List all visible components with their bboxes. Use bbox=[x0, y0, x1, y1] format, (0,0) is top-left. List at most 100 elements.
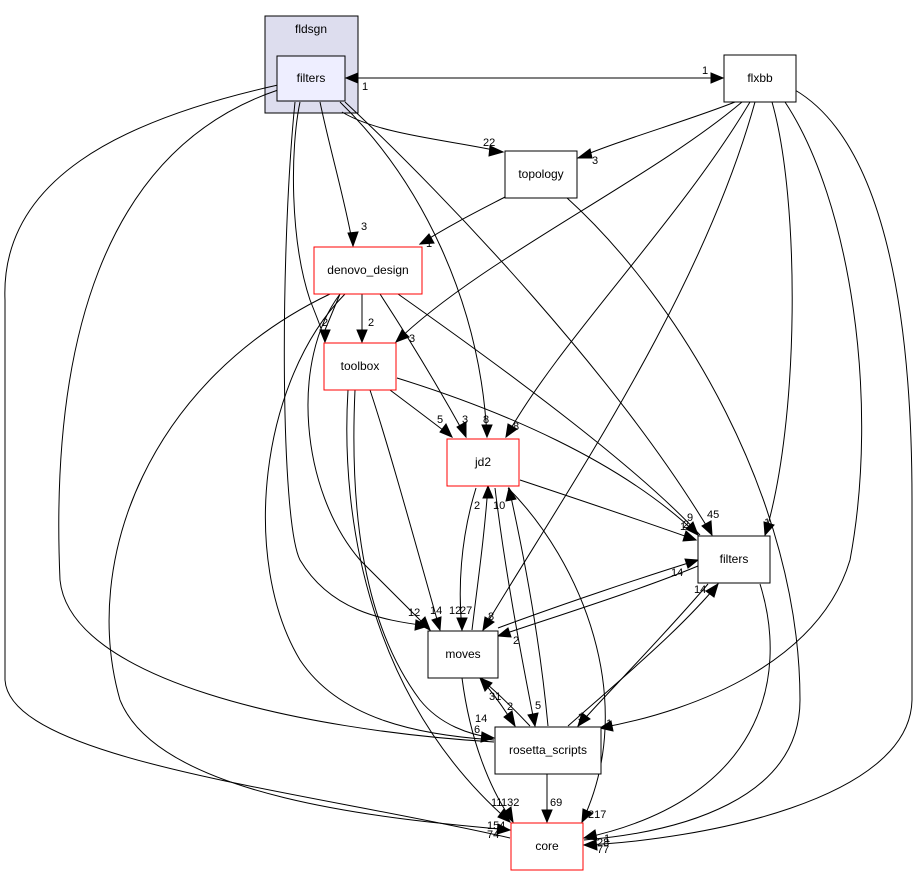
edge-label: 3 bbox=[361, 221, 367, 233]
edge-arrowhead bbox=[505, 423, 518, 439]
edge-denovo-rs bbox=[264, 293, 495, 741]
edge-fldsgn-rs bbox=[58, 89, 495, 743]
edge-label: 8 bbox=[483, 414, 489, 426]
edge-label: 2 bbox=[513, 635, 519, 647]
edge-flxbb-toolbox bbox=[395, 101, 743, 343]
edge-label: 8 bbox=[513, 421, 519, 433]
moves-node[interactable] bbox=[427, 630, 499, 679]
edge-label: 2 bbox=[683, 519, 689, 531]
edge-label: 28 bbox=[597, 837, 609, 849]
edge-label: 14 bbox=[671, 567, 683, 579]
edge-label: 10 bbox=[493, 500, 505, 512]
edge-jd2-rs bbox=[494, 487, 536, 727]
edge-fldsgn-filters bbox=[344, 101, 713, 536]
edge-arrowhead bbox=[479, 677, 493, 692]
edge-arrowhead bbox=[684, 558, 700, 569]
edge-flxbb-moves bbox=[482, 101, 756, 631]
edge-arrowhead bbox=[482, 616, 495, 632]
edge-arrowhead bbox=[503, 710, 516, 728]
edge-label: 3 bbox=[592, 155, 598, 167]
edge-arrowhead bbox=[431, 616, 442, 632]
edge-arrowhead bbox=[527, 712, 539, 728]
edge-flxbb-rs bbox=[599, 101, 863, 729]
edge-arrowhead bbox=[417, 616, 431, 632]
edge-label: 3 bbox=[409, 333, 415, 345]
edge-filters-rs bbox=[577, 583, 709, 727]
edge-arrowhead bbox=[581, 808, 593, 824]
edge-arrowhead bbox=[488, 145, 505, 157]
filters-node[interactable] bbox=[697, 535, 771, 584]
edge-label: 69 bbox=[550, 797, 562, 809]
edge-fldsgn-moves bbox=[283, 101, 429, 627]
edge-flxbb-core bbox=[583, 89, 913, 846]
edge-label: 74 bbox=[487, 829, 499, 841]
toolbox-node[interactable] bbox=[323, 342, 397, 391]
edge-fldsgn-denovo bbox=[319, 101, 354, 247]
edges bbox=[4, 72, 913, 851]
edge-label: 1 bbox=[426, 238, 432, 250]
edge-flxbb-filters bbox=[764, 101, 793, 536]
jd2-node[interactable] bbox=[446, 438, 520, 487]
edge-arrowhead bbox=[418, 233, 435, 245]
edge-label: 2 bbox=[368, 317, 374, 329]
edge-label: 2 bbox=[322, 317, 328, 329]
edge-label: 9 bbox=[687, 512, 693, 524]
edge-arrowhead bbox=[456, 617, 468, 632]
edge-arrowhead bbox=[347, 231, 359, 248]
edge-topology-core bbox=[565, 196, 801, 841]
edge-fldsgn-topology bbox=[341, 111, 504, 153]
filters-label: filters bbox=[720, 552, 749, 566]
edge-arrowhead bbox=[685, 521, 699, 537]
edge-arrowhead bbox=[482, 484, 494, 499]
rosetta-scripts-node[interactable] bbox=[494, 726, 602, 775]
edge-arrowhead bbox=[701, 520, 713, 537]
edge-toolbox-rs bbox=[353, 389, 495, 739]
edge-topology-denovo bbox=[419, 196, 506, 245]
edge-arrowhead bbox=[497, 808, 511, 823]
edge-arrowhead bbox=[505, 486, 517, 502]
edge-label: 77 bbox=[597, 844, 609, 856]
edge-arrowhead bbox=[705, 582, 719, 598]
moves-label: moves bbox=[445, 647, 480, 661]
edge-label: 1 bbox=[362, 81, 368, 93]
edge-label: 1 bbox=[764, 517, 770, 529]
denovo-design-node[interactable] bbox=[313, 246, 423, 295]
topology-node[interactable] bbox=[504, 150, 578, 199]
fldsgn-filters-label: filters bbox=[297, 71, 326, 85]
edge-label: 14 bbox=[430, 605, 442, 617]
fldsgn-filters-node[interactable] bbox=[276, 55, 346, 102]
core-label: core bbox=[535, 839, 559, 853]
edge-labels: 1 1 22 3 3 1 2 2 3 5 3 8 8 9 1 2 45 1 2 … bbox=[322, 65, 770, 856]
edge-arrowhead bbox=[710, 72, 725, 84]
edge-fldsgn-core bbox=[4, 84, 511, 839]
edge-filters-core bbox=[583, 583, 771, 839]
edge-moves-filters bbox=[497, 559, 699, 629]
edge-jd2-moves bbox=[459, 487, 477, 631]
edge-label: 5 bbox=[535, 700, 541, 712]
edge-fldsgn-toolbox bbox=[292, 101, 326, 343]
edge-label: 31 bbox=[489, 691, 501, 703]
edge-label: 132 bbox=[501, 797, 519, 809]
edge-arrowhead bbox=[496, 627, 512, 638]
edge-arrowhead bbox=[481, 424, 493, 439]
flxbb-node[interactable] bbox=[723, 54, 797, 103]
edge-label: 6 bbox=[474, 724, 480, 736]
edge-label: 1 bbox=[604, 833, 610, 845]
edge-arrowhead bbox=[496, 823, 512, 835]
edge-label: 45 bbox=[707, 509, 719, 521]
edge-label: 5 bbox=[437, 414, 443, 426]
toolbox-label: toolbox bbox=[341, 359, 380, 373]
edge-label: 217 bbox=[588, 809, 606, 821]
edge-denovo-core bbox=[108, 293, 511, 831]
edge-label: 1 bbox=[680, 521, 686, 533]
edge-arrowhead bbox=[682, 530, 698, 542]
edge-rs-jd2 bbox=[508, 487, 549, 727]
edge-denovo-moves bbox=[307, 293, 431, 631]
edge-flxbb-jd2 bbox=[505, 101, 751, 438]
core-node[interactable] bbox=[510, 822, 584, 871]
rosetta-scripts-label: rosetta_scripts bbox=[509, 743, 587, 757]
edge-arrowhead bbox=[577, 712, 591, 728]
edge-filters-moves bbox=[497, 565, 699, 637]
edge-label: 27 bbox=[460, 605, 472, 617]
edge-label: 8 bbox=[488, 611, 494, 623]
